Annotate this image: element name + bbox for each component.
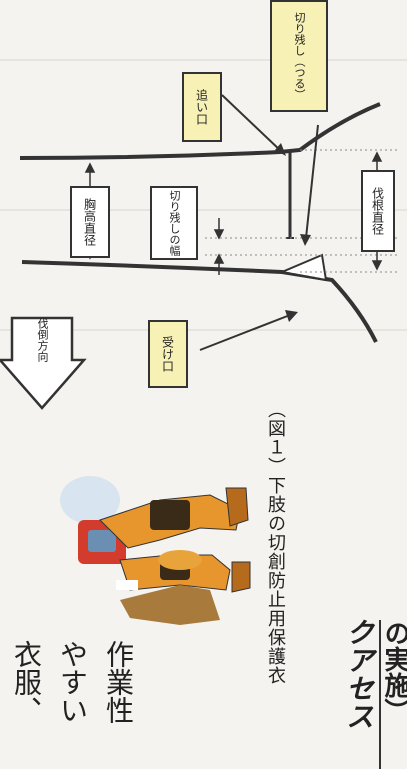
felling-direction-label: 伐倒方向 [36,318,49,362]
body-text-col3: 衣服、 [10,640,43,724]
label-oikuchi-text: 追い口 [194,89,209,125]
undercut-wedge [278,253,328,282]
tsuru-leader [305,124,319,239]
oikuchi-leader [221,94,283,153]
body-text-col1: 作業性 [102,640,135,724]
section-heading-2: の実施） [380,620,407,724]
body-text-col2: やすい [56,640,89,724]
label-bakkon-chokkei: 伐根直径 [361,170,395,252]
trunk-lower-edge [21,260,378,343]
label-kirinokoshi-haba-text: 切り残しの幅 [168,190,181,256]
label-ukeguchi: 受け口 [148,320,188,388]
label-kyokou-chokkei: 胸高直径 [70,186,110,258]
figure-caption: （図１）下肢の切創防止用保護衣 [265,400,286,685]
label-kyokou-chokkei-text: 胸高直径 [82,198,97,246]
trunk-upper-edge [19,102,381,160]
worker-illustration [60,476,251,625]
label-oikuchi: 追い口 [182,72,222,142]
felling-direction-arrow [0,316,87,410]
label-kirinokoshi-tsuru: 切り残し（つる） [270,0,328,112]
hinge-width-arrows [213,218,225,275]
section-heading-1: クアセス [342,618,375,730]
label-kirinokoshi-haba: 切り残しの幅 [150,186,198,260]
label-bakkon-chokkei-text: 伐根直径 [370,187,385,235]
label-kirinokoshi-tsuru-text: 切り残し（つる） [293,12,306,100]
ukeguchi-leader [199,314,291,351]
label-ukeguchi-text: 受け口 [160,336,175,372]
